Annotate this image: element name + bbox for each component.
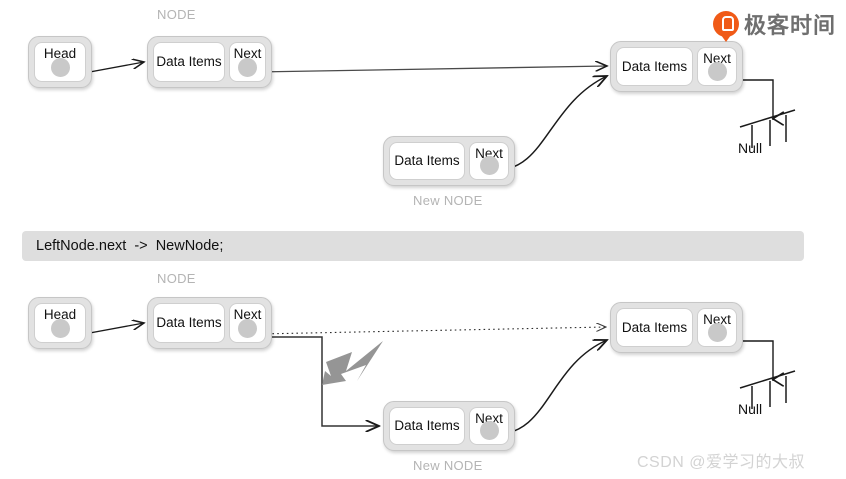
caption-new-node-top: New NODE	[413, 193, 483, 208]
right-node-next-dot-top	[707, 62, 727, 81]
right-node-next-cell-bottom: Next	[697, 308, 737, 347]
new-node-data-cell-top: Data Items	[389, 142, 465, 180]
right-node-bottom[interactable]: Data Items Next	[610, 302, 743, 353]
left-node-next-label-bottom: Next	[233, 307, 262, 322]
new-node-data-label-bottom: Data Items	[394, 418, 460, 434]
head-label-top: Head	[43, 46, 77, 61]
new-node-top[interactable]: Data Items Next	[383, 136, 515, 186]
new-node-data-cell-bottom: Data Items	[389, 407, 465, 445]
link-node2-to-rightnode2-dotted	[257, 327, 606, 335]
left-node-next-dot-bottom	[238, 319, 257, 338]
new-node-next-cell-bottom: Next	[469, 407, 509, 445]
left-node-data-cell-top: Data Items	[153, 42, 225, 82]
head-cell-top: Head	[34, 42, 86, 82]
left-node-data-label-bottom: Data Items	[156, 315, 222, 331]
new-node-next-dot-bottom	[479, 421, 499, 440]
left-node-data-cell-bottom: Data Items	[153, 303, 225, 343]
left-node-next-cell-top: Next	[229, 42, 266, 82]
right-node-next-cell-top: Next	[697, 47, 737, 86]
brand-logo: 极客时间	[712, 8, 836, 42]
head-node-top[interactable]: Head	[28, 36, 92, 88]
caption-node-top: NODE	[157, 7, 196, 22]
head-cell-bottom: Head	[34, 303, 86, 343]
geektime-logo-icon	[712, 11, 739, 42]
code-statement-text: LeftNode.next -> NewNode;	[36, 238, 224, 254]
right-node-top[interactable]: Data Items Next	[610, 41, 743, 92]
right-node-data-cell-top: Data Items	[616, 47, 693, 86]
link-node2-to-newnode2	[256, 336, 379, 426]
brand-logo-text: 极客时间	[743, 13, 836, 38]
new-node-next-label-top: Next	[475, 146, 503, 161]
new-node-next-cell-top: Next	[469, 142, 509, 180]
left-node-next-label-top: Next	[233, 46, 262, 61]
head-node-bottom[interactable]: Head	[28, 297, 92, 349]
left-node-bottom[interactable]: Data Items Next	[147, 297, 272, 349]
left-node-top[interactable]: Data Items Next	[147, 36, 272, 88]
right-node-data-label-bottom: Data Items	[621, 319, 688, 335]
new-node-next-label-bottom: Next	[475, 411, 503, 426]
new-node-data-label-top: Data Items	[394, 153, 460, 169]
left-node-data-label-top: Data Items	[156, 54, 222, 70]
head-label-bottom: Head	[43, 307, 77, 322]
right-node-next-label-bottom: Next	[703, 312, 731, 327]
redirect-arrow-icon	[322, 341, 383, 385]
right-node-data-label-top: Data Items	[621, 58, 688, 74]
right-node-next-label-top: Next	[703, 51, 731, 66]
left-node-next-cell-bottom: Next	[229, 303, 266, 343]
csdn-watermark: CSDN @爱学习的大叔	[637, 454, 806, 471]
right-node-next-dot-bottom	[707, 323, 727, 342]
head-pointer-dot-top	[50, 58, 70, 77]
new-node-next-dot-top	[479, 156, 499, 175]
new-node-bottom[interactable]: Data Items Next	[383, 401, 515, 451]
right-node-data-cell-bottom: Data Items	[616, 308, 693, 347]
link-node-to-rightnode	[255, 66, 607, 73]
caption-node-bottom: NODE	[157, 271, 196, 286]
caption-new-node-bottom: New NODE	[413, 458, 483, 473]
null-label-top: Null	[738, 140, 763, 156]
null-label-bottom: Null	[738, 401, 763, 417]
head-pointer-dot-bottom	[50, 319, 70, 338]
left-node-next-dot-top	[238, 58, 257, 77]
code-statement-bar: LeftNode.next -> NewNode;	[22, 231, 804, 261]
